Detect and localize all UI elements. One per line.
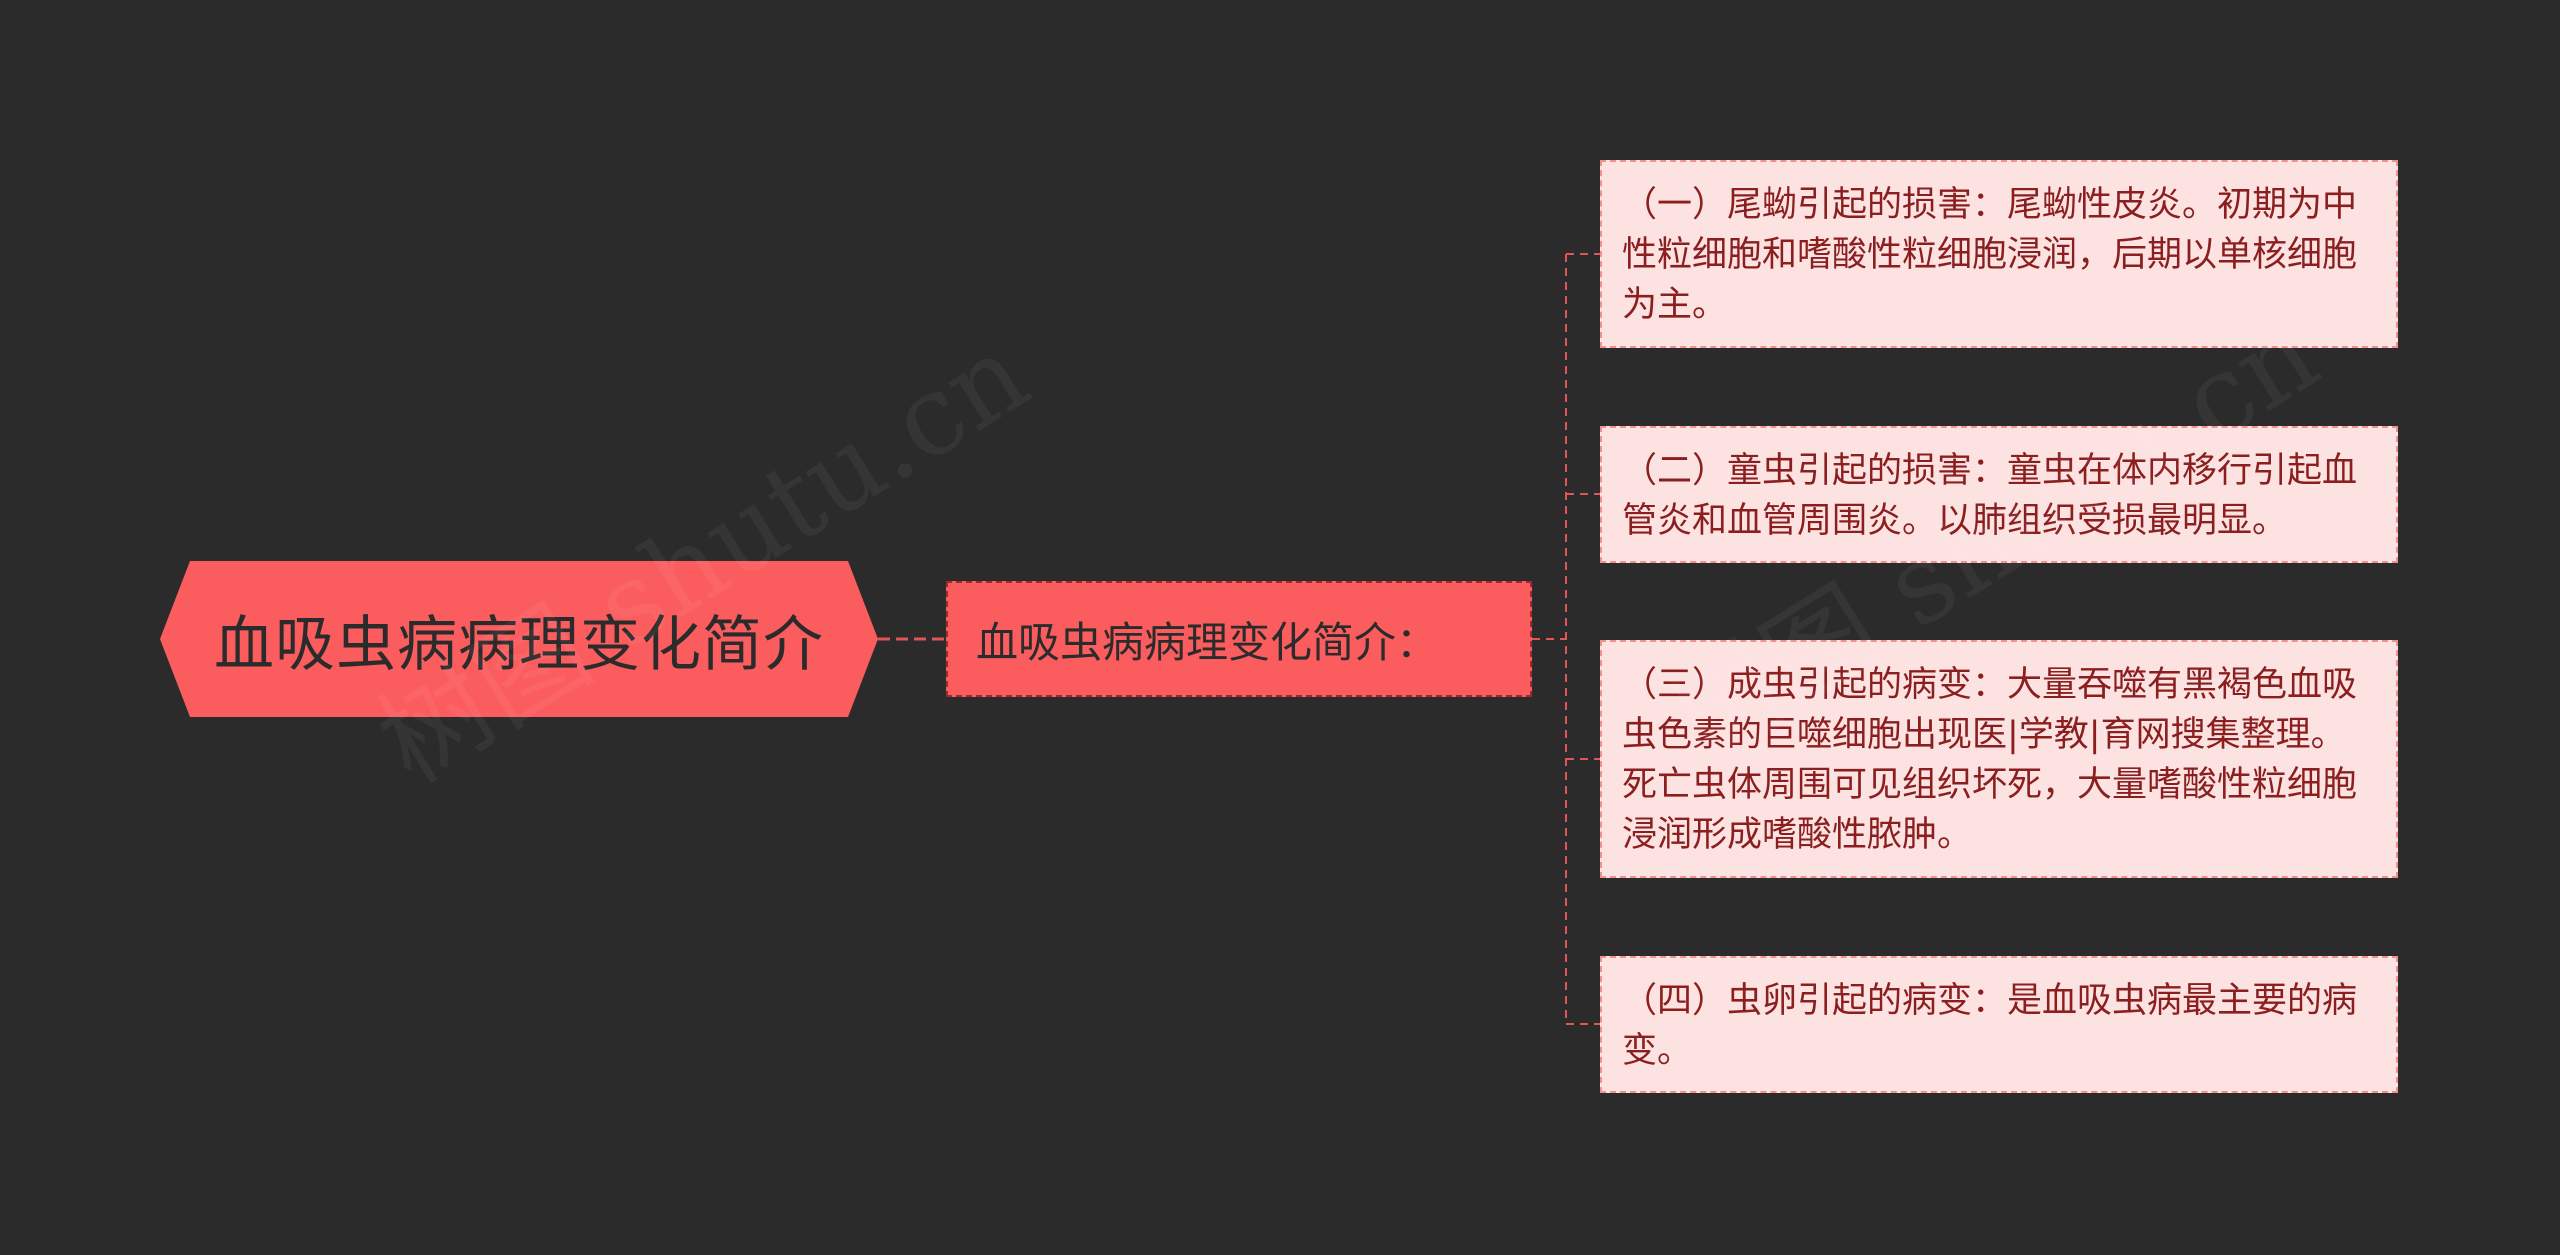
leaf-node-2[interactable]: （二）童虫引起的损害：童虫在体内移行引起血管炎和血管周围炎。以肺组织受损最明显。	[1600, 426, 2398, 563]
watermark-1: 树图 shutu.cn	[357, 309, 1049, 808]
leaf-text-1: （一）尾蚴引起的损害：尾蚴性皮炎。初期为中性粒细胞和嗜酸性粒细胞浸润，后期以单核…	[1622, 185, 2358, 325]
root-label: 血吸虫病病理变化简介	[214, 609, 824, 680]
leaf-node-1[interactable]: （一）尾蚴引起的损害：尾蚴性皮炎。初期为中性粒细胞和嗜酸性粒细胞浸润，后期以单核…	[1600, 160, 2398, 348]
root-node[interactable]: 血吸虫病病理变化简介	[160, 561, 878, 717]
subtopic-node[interactable]: 血吸虫病病理变化简介：	[946, 581, 1532, 697]
root-node-shape	[160, 561, 878, 717]
leaf-text-2: （二）童虫引起的损害：童虫在体内移行引起血管炎和血管周围炎。以肺组织受损最明显。	[1622, 451, 2358, 541]
leaf-node-4[interactable]: （四）虫卵引起的病变：是血吸虫病最主要的病变。	[1600, 956, 2398, 1093]
leaf-text-4: （四）虫卵引起的病变：是血吸虫病最主要的病变。	[1622, 981, 2358, 1071]
leaf-node-3[interactable]: （三）成虫引起的病变：大量吞噬有黑褐色血吸虫色素的巨噬细胞出现医|学教|育网搜集…	[1600, 640, 2398, 878]
leaf-text-3: （三）成虫引起的病变：大量吞噬有黑褐色血吸虫色素的巨噬细胞出现医|学教|育网搜集…	[1622, 665, 2358, 855]
subtopic-label: 血吸虫病病理变化简介：	[976, 617, 1439, 667]
